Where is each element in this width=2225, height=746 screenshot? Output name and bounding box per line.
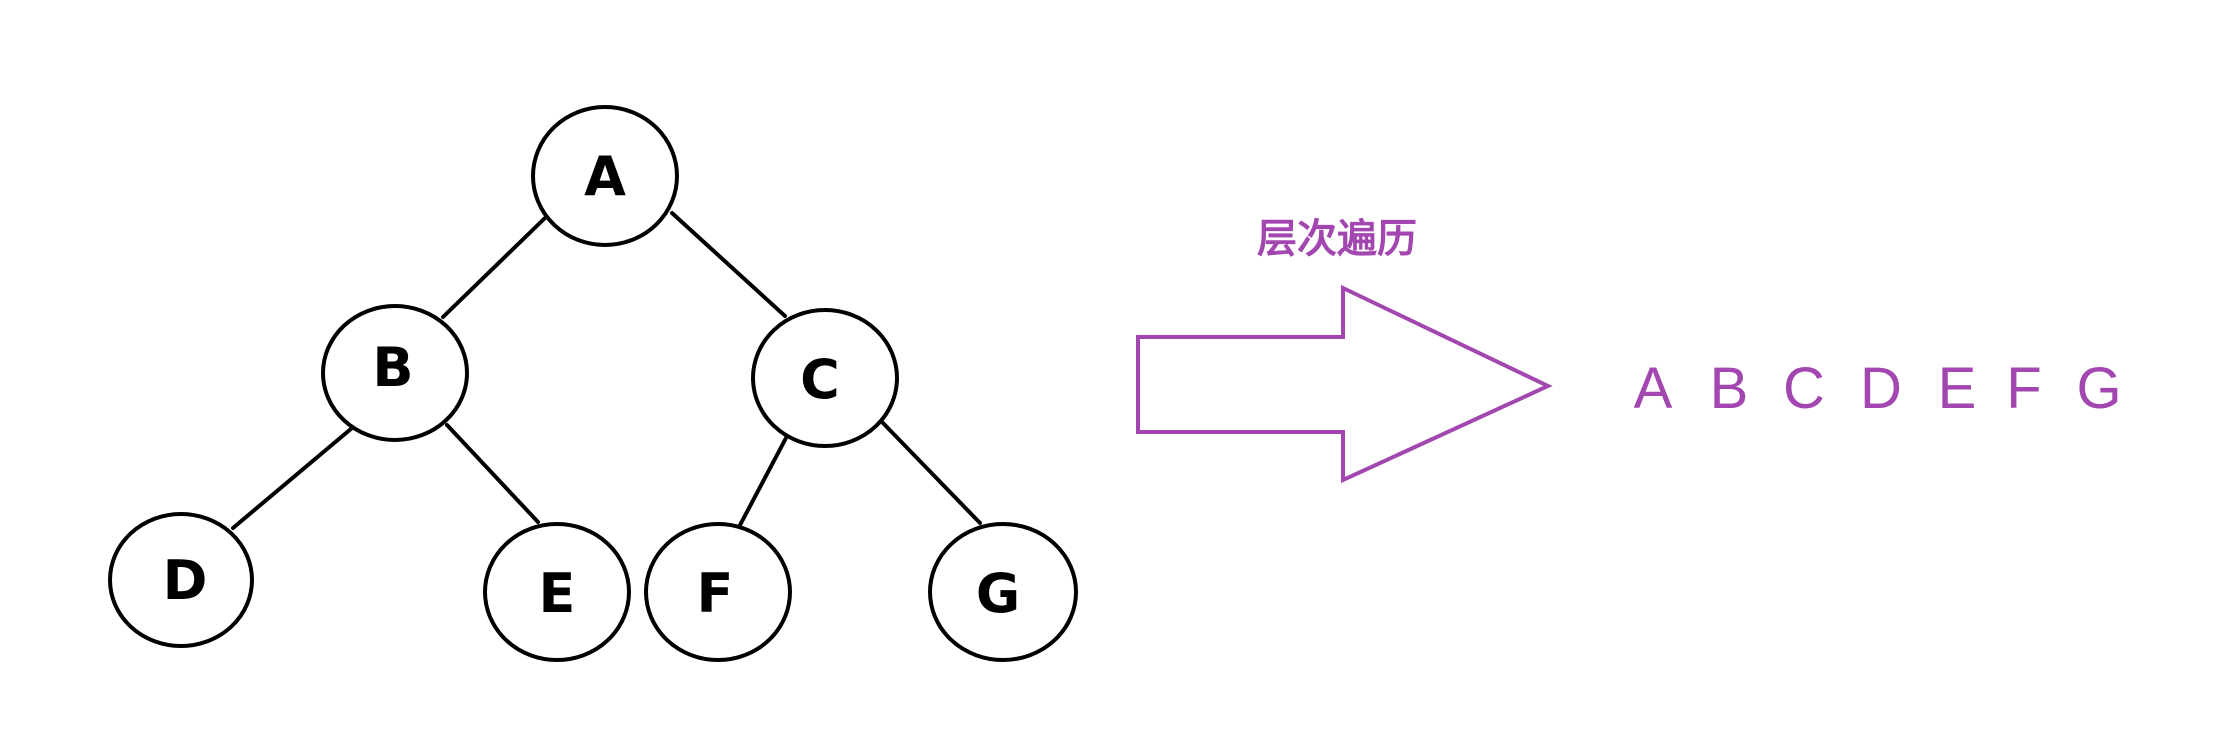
- tree-node-c: C: [751, 308, 899, 448]
- result-letter: D: [1860, 356, 1902, 421]
- node-d-circle: [108, 512, 254, 648]
- node-b-circle: [321, 304, 469, 442]
- edge-a-c: [670, 211, 787, 318]
- node-f-circle: [644, 522, 792, 662]
- node-e-label: E: [539, 562, 576, 625]
- tree-node-a: A: [531, 105, 679, 247]
- node-a-circle: [531, 105, 679, 247]
- edge-b-d: [231, 426, 354, 530]
- arrow-caption: 层次遍历: [1257, 216, 1417, 262]
- tree-node-e: E: [483, 522, 631, 662]
- result-letter: G: [2076, 356, 2121, 421]
- node-e-circle: [483, 522, 631, 662]
- node-f-label: F: [697, 562, 734, 625]
- node-a-label: A: [584, 145, 626, 208]
- edge-b-e: [445, 423, 540, 524]
- result-letter: A: [1634, 356, 1673, 421]
- node-c-circle: [751, 308, 899, 448]
- result-letter: E: [1938, 356, 1977, 421]
- edge-a-b: [441, 216, 547, 319]
- edge-c-f: [737, 436, 788, 529]
- node-b-label: B: [372, 336, 413, 399]
- right-arrow-outline-icon: [1136, 284, 1553, 484]
- node-c-label: C: [800, 348, 840, 411]
- result-letter: F: [2006, 356, 2041, 421]
- tree-node-g: G: [928, 522, 1078, 662]
- edge-c-g: [881, 421, 982, 525]
- tree-edges: [231, 211, 982, 530]
- node-g-circle: [928, 522, 1078, 662]
- tree-node-b: B: [321, 304, 469, 442]
- node-d-label: D: [163, 549, 208, 612]
- tree-node-d: D: [108, 512, 254, 648]
- tree-node-f: F: [644, 522, 792, 662]
- result-letter: B: [1710, 356, 1749, 421]
- traversal-result: A B C D E F G: [1634, 356, 2122, 421]
- result-letter: C: [1783, 356, 1825, 421]
- node-g-label: G: [976, 562, 1020, 625]
